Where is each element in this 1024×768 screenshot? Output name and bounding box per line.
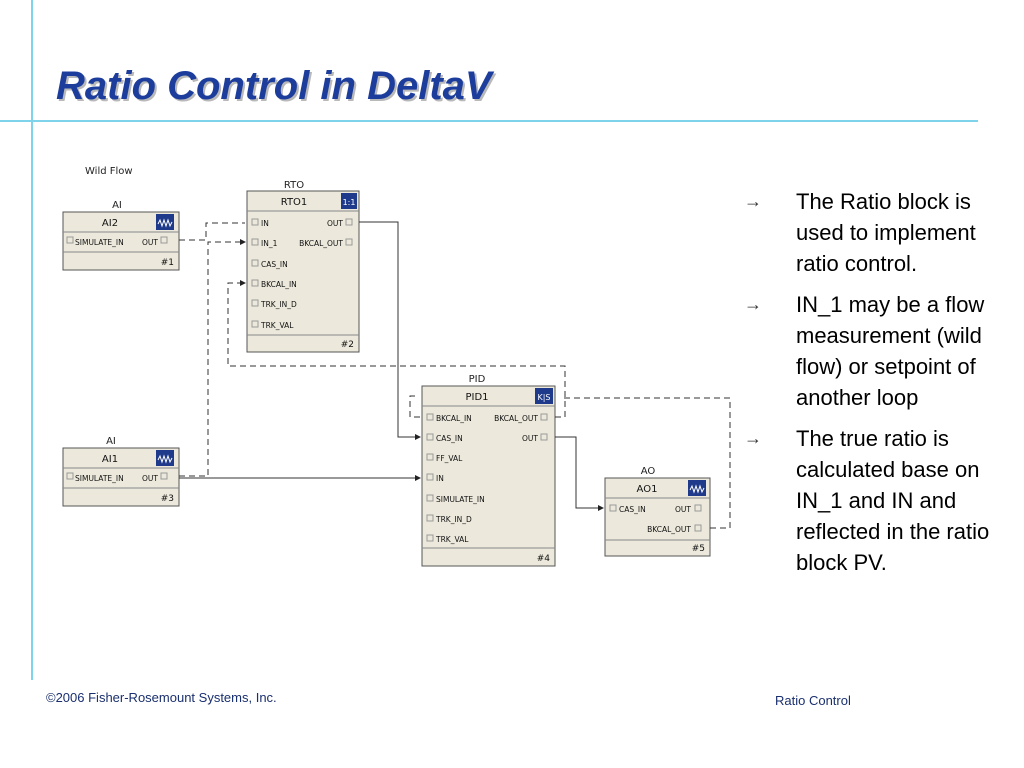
pid1-out-port: OUT	[522, 434, 538, 443]
ai2-function-block[interactable]: AI AI2 SIMULATE_IN OUT #1	[62, 200, 180, 271]
ai1-block-name: AI1	[102, 454, 118, 465]
ao1-bkcal-out-port: BKCAL_OUT	[647, 525, 691, 534]
rto1-cas-in-port: CAS_IN	[261, 260, 288, 269]
ao1-block-number: #5	[692, 544, 705, 554]
pid1-bkcal-in-port: BKCAL_IN	[436, 414, 472, 423]
pid1-trk-val-port: TRK_VAL	[435, 535, 469, 544]
arrow-icon: →	[744, 191, 762, 211]
bullet-item-3: → The true ratio is calculated base on IN…	[742, 423, 1020, 578]
rto1-type-label: RTO	[284, 180, 304, 191]
rto1-trk-val-port: TRK_VAL	[260, 321, 294, 330]
rto1-bkcal-in-port: BKCAL_IN	[261, 280, 297, 289]
bullet-text-1: The Ratio block is used to implement rat…	[796, 189, 976, 276]
accent-horizontal-line	[0, 120, 978, 122]
ai1-function-block[interactable]: AI AI1 SIMULATE_IN OUT #3	[62, 436, 180, 507]
pid1-ff-val-port: FF_VAL	[436, 454, 463, 463]
ai2-block-name: AI2	[102, 218, 118, 229]
pid1-trk-in-d-port: TRK_IN_D	[435, 515, 472, 524]
ai2-type-label: AI	[112, 200, 122, 211]
pid1-block-number: #4	[537, 554, 551, 564]
rto1-block-number: #2	[341, 340, 354, 350]
connection-wires	[179, 221, 731, 529]
ai2-block-number: #1	[161, 258, 174, 268]
rto1-ratio-icon	[341, 193, 357, 209]
arrow-icon: →	[744, 294, 762, 314]
rto1-badge: 1:1	[343, 198, 356, 207]
pid1-block-name: PID1	[465, 392, 488, 403]
pid1-badge: K|S	[537, 393, 550, 402]
rto1-trk-in-d-port: TRK_IN_D	[260, 300, 297, 309]
rto1-out-port: OUT	[327, 219, 343, 228]
ai1-block-number: #3	[161, 494, 174, 504]
rto1-in1-port: IN_1	[261, 239, 278, 248]
ai1-out-port: OUT	[142, 474, 158, 483]
pid1-in-port: IN	[436, 474, 444, 483]
bullet-item-2: → IN_1 may be a flow measurement (wild fl…	[742, 289, 1020, 413]
ai2-out-port: OUT	[142, 238, 158, 247]
rto1-block-name: RTO1	[281, 197, 308, 208]
bullet-text-3: The true ratio is calculated base on IN_…	[796, 426, 990, 575]
rto1-in-port: IN	[261, 219, 269, 228]
rto1-function-block[interactable]: RTO RTO1 1:1 IN IN_1 CAS_IN BKCAL_IN TRK…	[246, 180, 360, 353]
ai1-simulate-in-port: SIMULATE_IN	[75, 474, 124, 483]
footer-copyright: ©2006 Fisher-Rosemount Systems, Inc.	[46, 690, 277, 705]
pid1-simulate-in-port: SIMULATE_IN	[436, 495, 485, 504]
bullet-list: → The Ratio block is used to implement ra…	[742, 186, 1020, 588]
pid1-function-block[interactable]: PID PID1 K|S BKCAL_IN CAS_IN FF_VAL IN S…	[421, 374, 556, 567]
pid1-type-label: PID	[469, 374, 486, 385]
ao1-function-block[interactable]: AO AO1 CAS_IN OUT BKCAL_OUT #5	[604, 466, 711, 557]
footer-section-title: Ratio Control	[775, 693, 851, 708]
ao1-cas-in-port: CAS_IN	[619, 505, 646, 514]
arrow-icon: →	[744, 428, 762, 448]
ao1-type-label: AO	[641, 466, 656, 477]
bullet-item-1: → The Ratio block is used to implement ra…	[742, 186, 1020, 279]
ao1-block-name: AO1	[637, 484, 658, 495]
wild-flow-label: Wild Flow	[85, 166, 133, 177]
ai1-type-label: AI	[106, 436, 116, 447]
function-block-diagram: Wild Flow AI AI2 SIMULATE_IN OUT #1 AI A…	[40, 150, 740, 580]
bullet-text-2: IN_1 may be a flow measurement (wild flo…	[796, 292, 985, 410]
pid1-cas-in-port: CAS_IN	[436, 434, 463, 443]
ao1-out-port: OUT	[675, 505, 691, 514]
pid1-bkcal-out-port: BKCAL_OUT	[494, 414, 538, 423]
accent-vertical-line	[31, 0, 33, 680]
pid1-ks-icon	[535, 388, 553, 404]
slide-title: Ratio Control in DeltaV	[56, 64, 492, 108]
ai2-simulate-in-port: SIMULATE_IN	[75, 238, 124, 247]
rto1-bkcal-out-port: BKCAL_OUT	[299, 239, 343, 248]
